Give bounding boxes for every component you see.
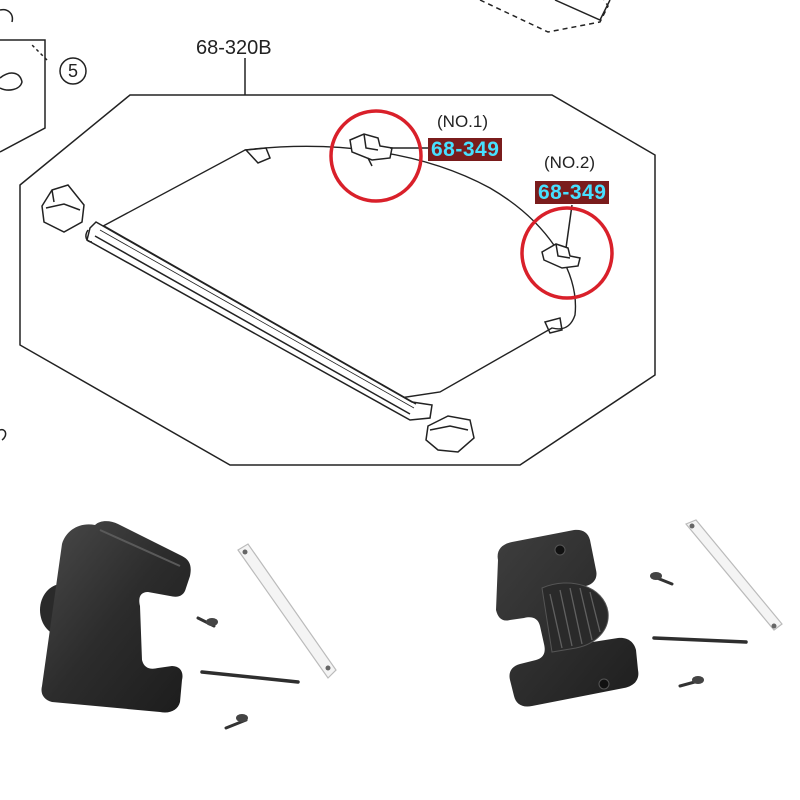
callout-no1-note: (NO.1) xyxy=(437,112,488,131)
reference-number: 5 xyxy=(67,61,78,81)
highlight-circle-no1 xyxy=(329,109,423,203)
exploded-diagram xyxy=(0,0,656,466)
reference-number-circle xyxy=(59,57,87,85)
callout-no2-note: (NO.2) xyxy=(544,153,595,172)
end-cap-right xyxy=(425,415,475,453)
assembly-frame xyxy=(19,94,656,466)
holder-body-front xyxy=(41,521,191,713)
mount-hole-top xyxy=(554,544,566,556)
screw-front-1 xyxy=(196,616,218,628)
product-photo-back xyxy=(496,519,783,707)
assembly-part-number: 68-320B xyxy=(196,37,272,59)
screw-back-1 xyxy=(650,572,674,586)
neighbor-diagram-frame xyxy=(0,39,46,153)
callout-no2-part-number: 68-349 xyxy=(535,181,610,204)
screw-back-2 xyxy=(678,676,704,688)
metal-rod-back xyxy=(652,636,748,644)
neighbor-part-edge xyxy=(554,0,611,21)
metal-plate-back xyxy=(685,519,783,631)
callout-no1-part-number: 68-349 xyxy=(428,138,503,161)
holder-body-back xyxy=(496,529,639,707)
mount-hole-bottom xyxy=(598,678,610,690)
product-photo-front xyxy=(40,521,337,730)
metal-rod-front xyxy=(200,670,300,684)
screw-front-2 xyxy=(224,714,248,730)
neighbor-part-fragment xyxy=(479,0,609,33)
holder-drawing-no1 xyxy=(349,133,393,167)
holder-drawing-no2 xyxy=(541,243,581,269)
vent-grille xyxy=(541,582,609,653)
metal-plate-front xyxy=(237,543,337,679)
highlight-circle-no2 xyxy=(520,206,614,300)
